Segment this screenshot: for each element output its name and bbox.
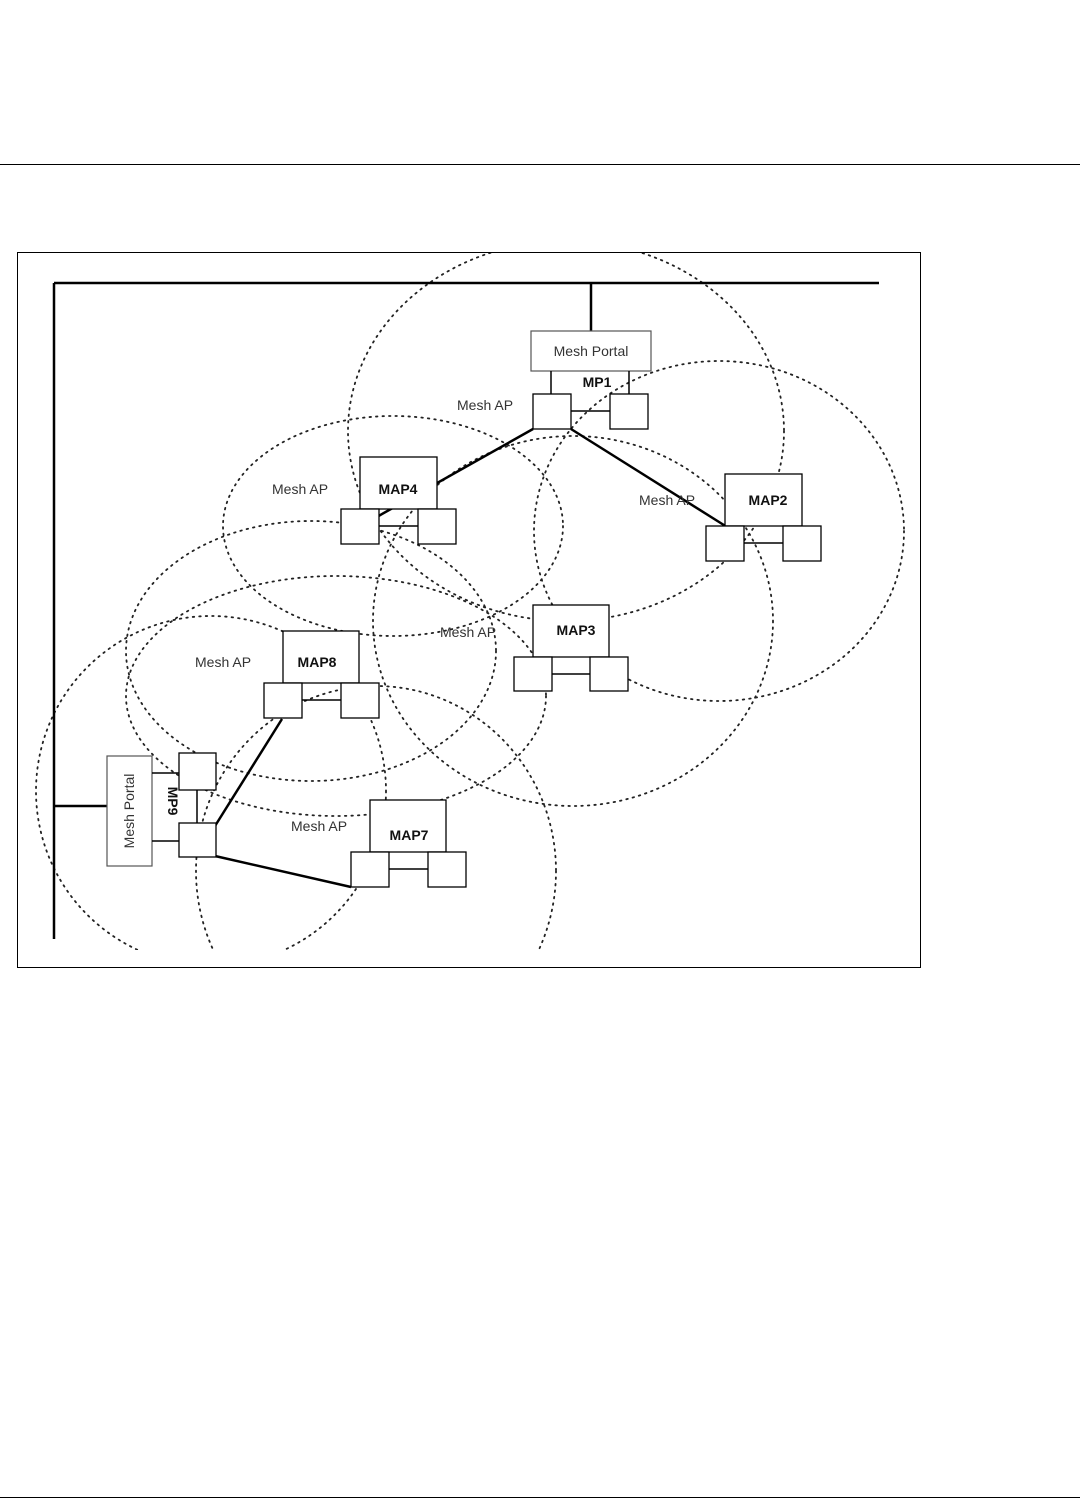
map2-radio-right	[783, 526, 821, 561]
map4-label: MAP4	[379, 481, 418, 497]
map2-node: MAP2 Mesh AP	[639, 474, 821, 561]
mp1-radio-left	[533, 394, 571, 429]
mp1-node: Mesh Portal MP1 Mesh AP	[457, 331, 651, 429]
map8-node: MAP8 Mesh AP	[195, 631, 379, 718]
map4-radio-left	[341, 509, 379, 544]
map7-label: MAP7	[390, 827, 429, 843]
range-circle-mp1	[348, 253, 784, 621]
map3-mesh-ap-label: Mesh AP	[440, 624, 496, 640]
map3-node: MAP3 Mesh AP	[440, 605, 628, 691]
map7-radio-left	[351, 852, 389, 887]
map4-mesh-ap-label: Mesh AP	[272, 481, 328, 497]
radio-range-circles	[36, 253, 904, 967]
map2-label: MAP2	[749, 492, 788, 508]
map8-mesh-ap-label: Mesh AP	[195, 654, 251, 670]
portal-left-label: Mesh Portal	[121, 774, 137, 849]
footer-rule	[0, 1497, 1080, 1498]
mp1-label: MP1	[583, 374, 612, 390]
map8-radio-right	[341, 683, 379, 718]
mp1-radio-right	[610, 394, 648, 429]
mp9-radio-bottom	[179, 823, 216, 857]
map3-radio-right	[590, 657, 628, 691]
map2-mesh-ap-label: Mesh AP	[639, 492, 695, 508]
mp9-node: Mesh Portal MP9	[107, 753, 216, 866]
map2-radio-left	[706, 526, 744, 561]
portal-top-label: Mesh Portal	[554, 343, 629, 359]
map8-radio-left	[264, 683, 302, 718]
mp9-radio-top	[179, 753, 216, 790]
mp9-label: MP9	[165, 787, 181, 816]
map7-radio-right	[428, 852, 466, 887]
mp1-mesh-ap-label: Mesh AP	[457, 397, 513, 413]
header-rule	[0, 164, 1080, 165]
map4-radio-right	[418, 509, 456, 544]
map8-label: MAP8	[298, 654, 337, 670]
map3-label: MAP3	[557, 622, 596, 638]
map3-radio-left	[514, 657, 552, 691]
map7-mesh-ap-label: Mesh AP	[291, 818, 347, 834]
mesh-network-figure: Mesh Portal MP1 Mesh AP MAP4 Mesh AP MAP…	[17, 252, 921, 968]
mesh-network-diagram: Mesh Portal MP1 Mesh AP MAP4 Mesh AP MAP…	[18, 253, 920, 967]
map4-node: MAP4 Mesh AP	[272, 457, 456, 544]
map7-node: MAP7 Mesh AP	[291, 800, 466, 887]
